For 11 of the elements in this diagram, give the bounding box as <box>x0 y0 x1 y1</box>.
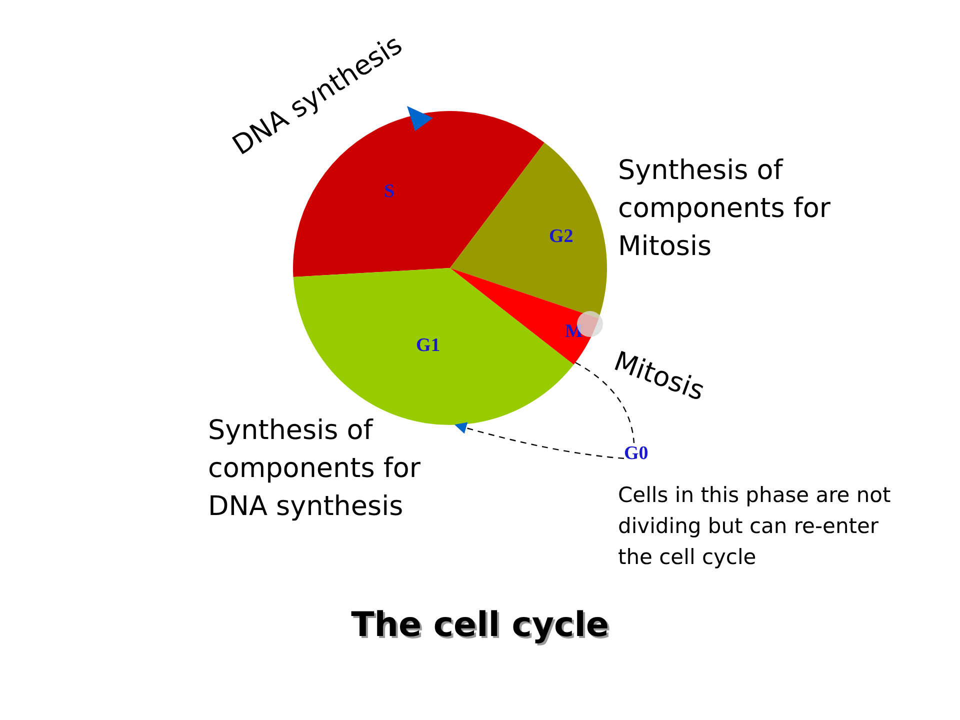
phase-label: G0 <box>624 443 648 465</box>
phase-label: G2 <box>549 226 574 247</box>
phase-label: G1 <box>416 335 440 356</box>
phase-description: Synthesis of components for DNA synthesis <box>208 414 422 524</box>
dashed-arrow <box>454 422 624 459</box>
title: The cell cycle <box>350 605 610 645</box>
phase-description: Synthesis of components for Mitosis <box>618 154 832 264</box>
phase-label: S <box>384 181 395 202</box>
dashed-line <box>575 362 635 444</box>
phase-description: Cells in this phase are not dividing but can re-enter the cell cycle <box>618 482 892 571</box>
phase-label: M <box>565 321 583 342</box>
